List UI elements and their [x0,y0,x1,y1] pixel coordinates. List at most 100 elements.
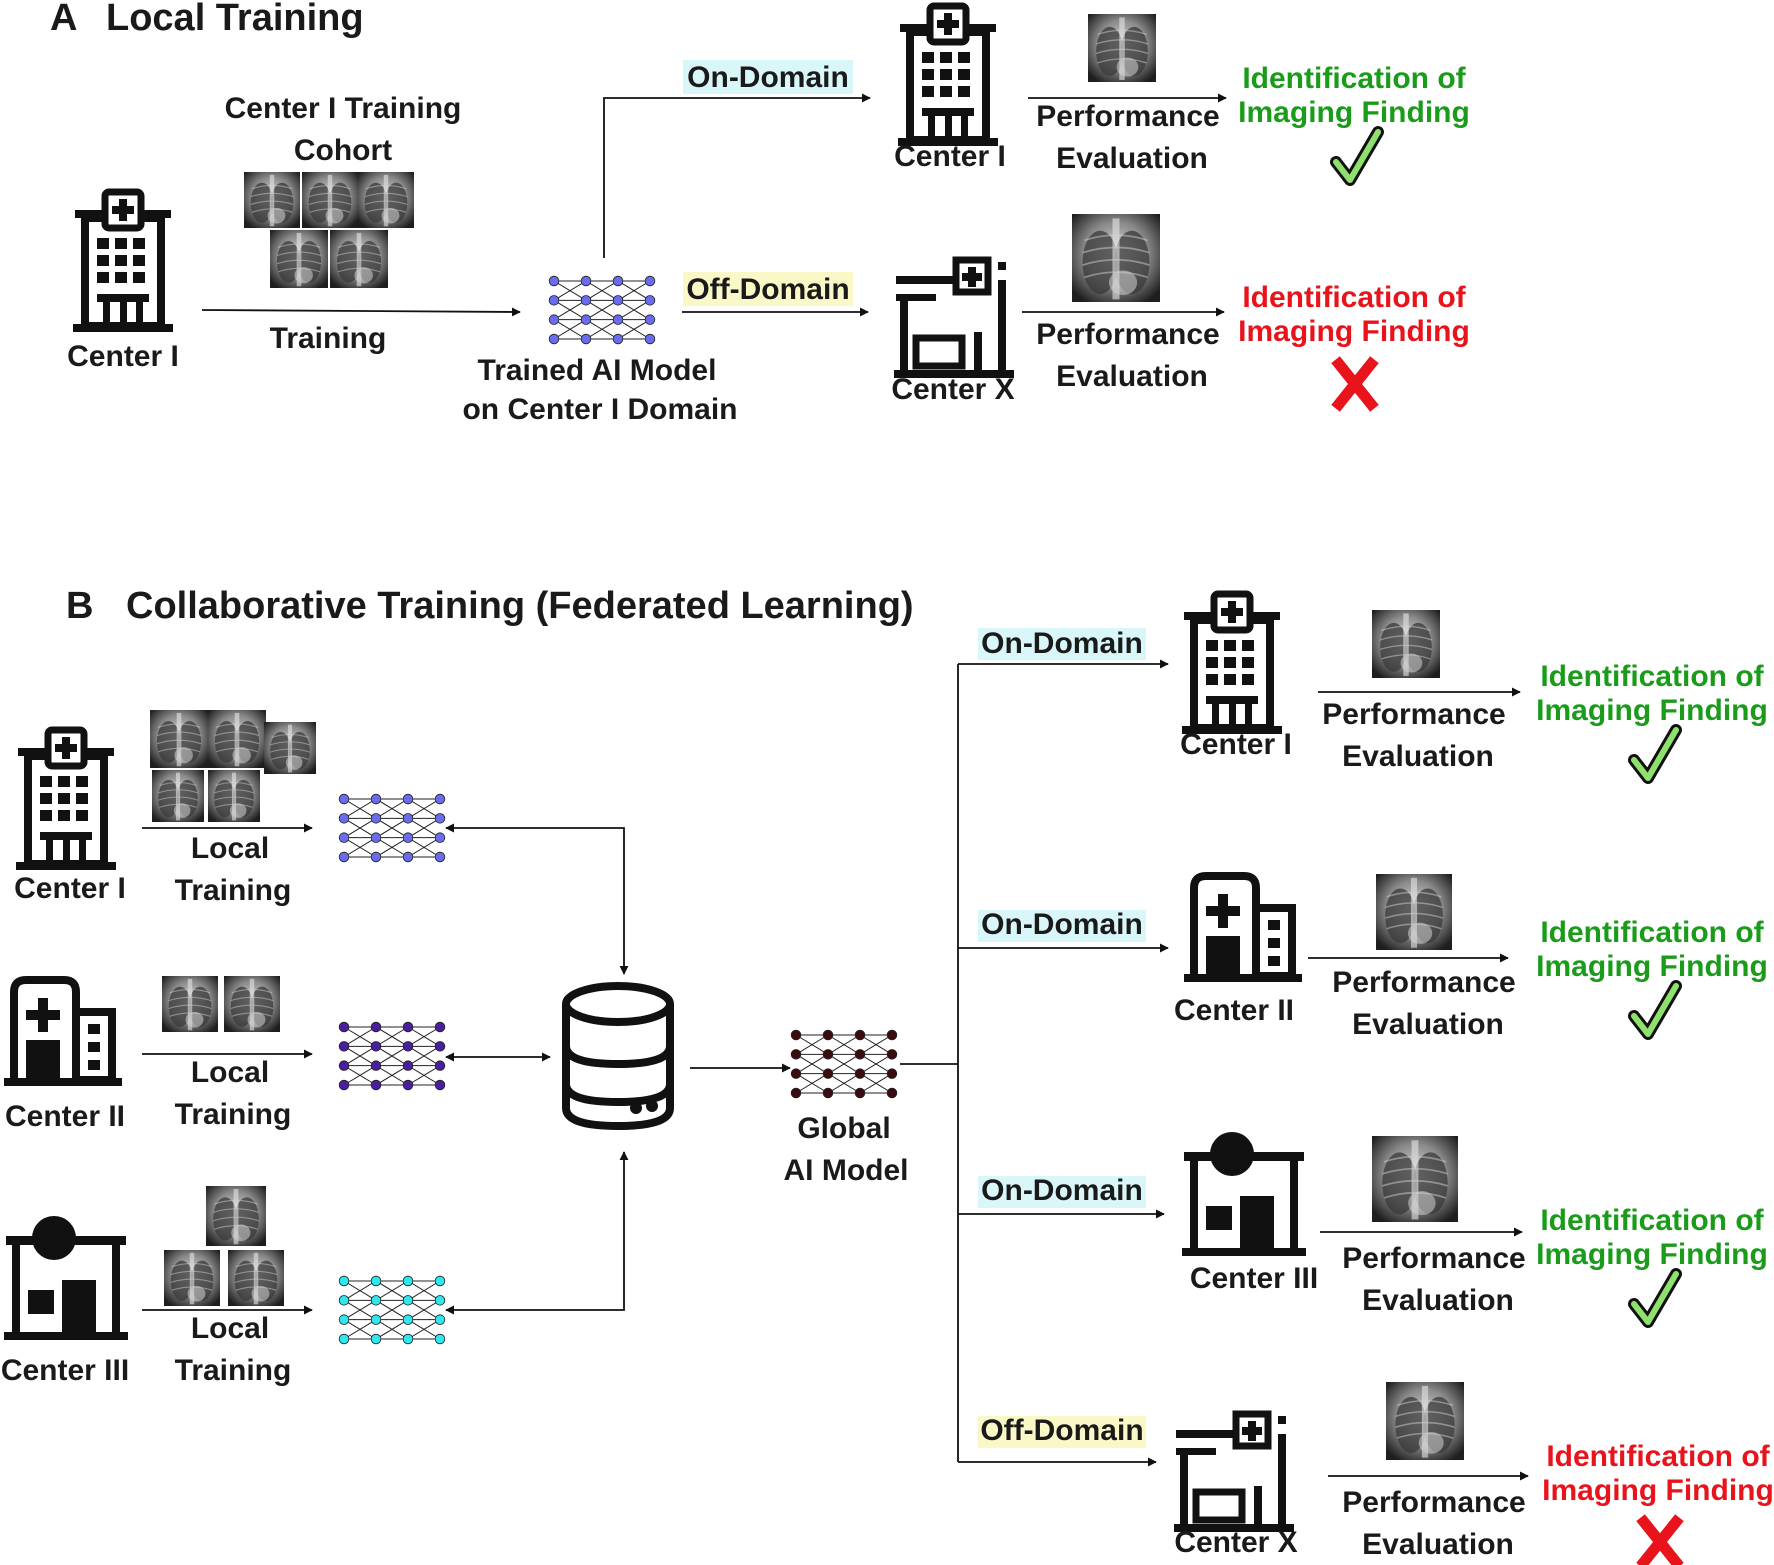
network-node [434,813,446,824]
network-node [338,1295,350,1306]
cohort-label-line1: Center I Training [225,92,462,125]
local-label: Local [191,1312,269,1345]
evaluation-label: Evaluation [1362,1284,1514,1317]
result-label-negative: Identification of [1242,281,1466,314]
network-node [612,275,624,287]
network-node [548,295,560,306]
network-node [434,1079,446,1091]
network-edge [859,1034,893,1055]
network-node [886,1087,898,1099]
neural-network-icon [548,275,656,345]
network-edge [375,837,409,858]
chest-xray-image [1371,1135,1459,1223]
performance-label: Performance [1332,966,1515,999]
global-model-label-line1: Global [797,1112,890,1145]
network-node [790,1049,802,1060]
network-node [822,1087,834,1099]
network-node [822,1068,834,1079]
network-edge [407,1045,441,1067]
network-node [338,851,350,863]
panel-a-target-on: Center I [894,140,1006,173]
network-edge [407,1319,441,1340]
result-label-positive: Identification of [1540,916,1764,949]
network-edge [343,1299,377,1321]
checkmark-icon [1634,986,1676,1034]
network-node [548,314,560,325]
panel-a: A Local Training Center I Center I Train… [50,0,1470,426]
local-images-center-3 [163,1185,285,1307]
network-node [402,1275,414,1287]
network-node [612,295,624,306]
network-edge [375,1045,409,1067]
panel-a-source-center: Center I [67,340,179,373]
network-node [370,1314,382,1325]
hospital-building-icon [898,6,998,146]
network-node [580,295,592,306]
result-label-positive: Imaging Finding [1536,950,1768,983]
chest-xray-image [1087,13,1157,83]
center-label: Center II [5,1100,125,1133]
cohort-label-line2: Cohort [294,134,392,167]
network-edge [553,299,587,321]
network-node [434,1041,446,1052]
network-edge [859,1053,893,1075]
network-node [434,832,446,843]
network-edge [343,1045,377,1067]
network-node [644,295,656,306]
network-edge [343,798,377,819]
network-node [338,1333,350,1345]
on-domain-highlight [978,1176,1146,1208]
network-edge [617,319,651,340]
local-label: Local [191,832,269,865]
result-label-positive: Imaging Finding [1536,1238,1768,1271]
performance-label: Performance [1342,1486,1525,1519]
network-edge [343,1026,377,1047]
network-node [580,314,592,325]
target-center-label: Center III [1190,1262,1318,1295]
network-edge [407,837,441,858]
network-node [580,275,592,287]
off-domain-label: Off-Domain [686,273,849,306]
network-node [434,1295,446,1306]
network-edge [585,319,619,340]
on-domain-highlight [978,910,1146,942]
network-edge [795,1053,829,1075]
network-node [370,1041,382,1052]
neural-network-icon [338,793,446,863]
result-label-negative: Imaging Finding [1542,1474,1774,1507]
network-node [338,813,350,824]
off-domain-highlight [683,272,853,306]
checkmark-icon [1336,132,1378,180]
network-node [370,1295,382,1306]
network-edge [375,1319,409,1340]
evaluation-label: Evaluation [1342,740,1494,773]
network-node [790,1087,802,1099]
panel-a-target-off: Center X [891,373,1014,406]
network-node [370,832,382,843]
chest-xray-image [329,229,389,289]
network-edge [407,1280,441,1301]
neural-network-icon [338,1275,446,1345]
network-node [338,832,350,843]
training-cohort-images [243,171,415,289]
network-node [370,793,382,805]
network-node [822,1049,834,1060]
network-node [338,1041,350,1052]
evaluation-label: Evaluation [1362,1528,1514,1561]
network-node [402,813,414,824]
network-node [790,1068,802,1079]
network-edge [407,1299,441,1321]
hospital-building-icon [16,730,116,870]
performance-label: Performance [1322,698,1505,731]
panel-a-title: Local Training [106,0,364,39]
network-edge [617,280,651,301]
network-edge [827,1034,861,1055]
network-node [434,793,446,805]
network-edge [859,1073,893,1094]
network-node [644,314,656,325]
network-node [612,314,624,325]
center-label: Center I [14,872,126,905]
chest-xray-image [1385,1381,1465,1461]
evaluation-label: Evaluation [1352,1008,1504,1041]
